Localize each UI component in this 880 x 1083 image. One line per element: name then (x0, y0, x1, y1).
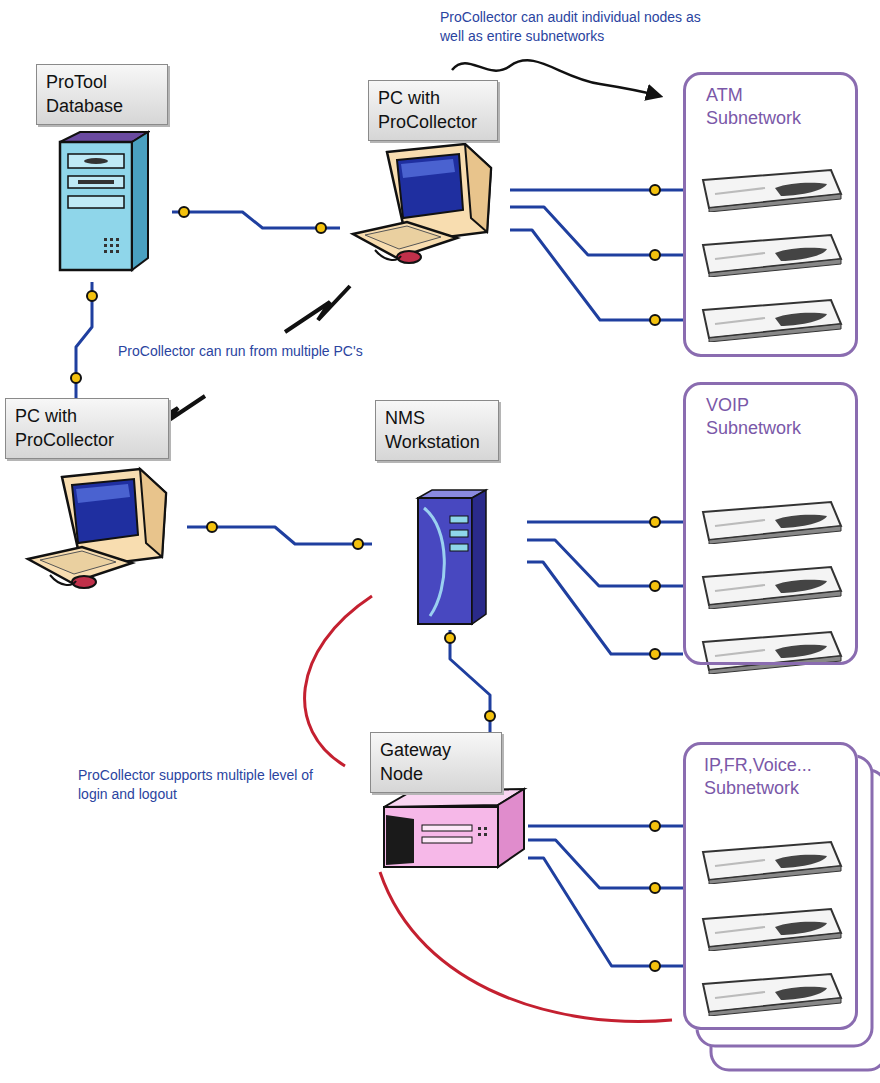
device-node: Gateway Node (368, 732, 528, 876)
connector-dot (650, 185, 660, 195)
subnetwork-title: ATM Subnetwork (706, 84, 826, 131)
subnetwork-box: VOIP Subnetwork (683, 382, 858, 665)
callout-note: ProCollector supports multiple level of … (76, 766, 316, 804)
network-link (527, 540, 683, 586)
subnetwork-title: IP,FR,Voice... Subnetwork (704, 754, 844, 801)
network-link (450, 630, 490, 732)
connector-dot (650, 961, 660, 971)
connector-dot (485, 711, 495, 721)
connector-dot (207, 522, 217, 532)
subnet-stack (683, 742, 880, 1070)
device-node: PC with ProCollector (5, 398, 187, 594)
connector-dot (445, 633, 455, 643)
network-link (528, 858, 683, 966)
connector-dot (650, 821, 660, 831)
callout-note: ProCollector can audit individual nodes … (438, 8, 714, 46)
connector-dot (650, 315, 660, 325)
node-label: PC with ProCollector (368, 80, 498, 141)
device-node: NMS Workstation (372, 400, 527, 630)
node-label: PC with ProCollector (5, 398, 169, 459)
node-label: ProTool Database (36, 64, 168, 125)
callout-note: ProCollector can run from multiple PC's (116, 342, 420, 361)
gateway-icon (384, 789, 524, 867)
connector-dot (87, 291, 97, 301)
subnetwork-box: IP,FR,Voice... Subnetwork (683, 742, 858, 1030)
node-label: Gateway Node (370, 732, 502, 793)
device-node: ProTool Database (30, 62, 172, 282)
network-link (172, 212, 340, 228)
connector-dot (650, 517, 660, 527)
network-devices (703, 170, 841, 1016)
device-node: PC with ProCollector (340, 80, 510, 270)
node-label: NMS Workstation (375, 400, 499, 461)
network-link (527, 562, 683, 654)
network-link (510, 207, 683, 255)
connector-dot (650, 883, 660, 893)
connector-dot (353, 539, 363, 549)
connector-dot (71, 373, 81, 383)
connector-dot (650, 649, 660, 659)
pc-icon (353, 144, 491, 263)
subnetwork-title: VOIP Subnetwork (706, 394, 826, 441)
connector-dot (650, 250, 660, 260)
workstation-icon (418, 490, 486, 624)
network-link (510, 230, 683, 320)
connector-dot (179, 207, 189, 217)
network-link (528, 840, 683, 888)
login-arc (305, 596, 672, 1021)
subnetwork-box: ATM Subnetwork (683, 72, 858, 357)
connector-dot (316, 223, 326, 233)
pc-icon (28, 469, 166, 588)
connector-dot (650, 581, 660, 591)
database-server (60, 132, 148, 270)
